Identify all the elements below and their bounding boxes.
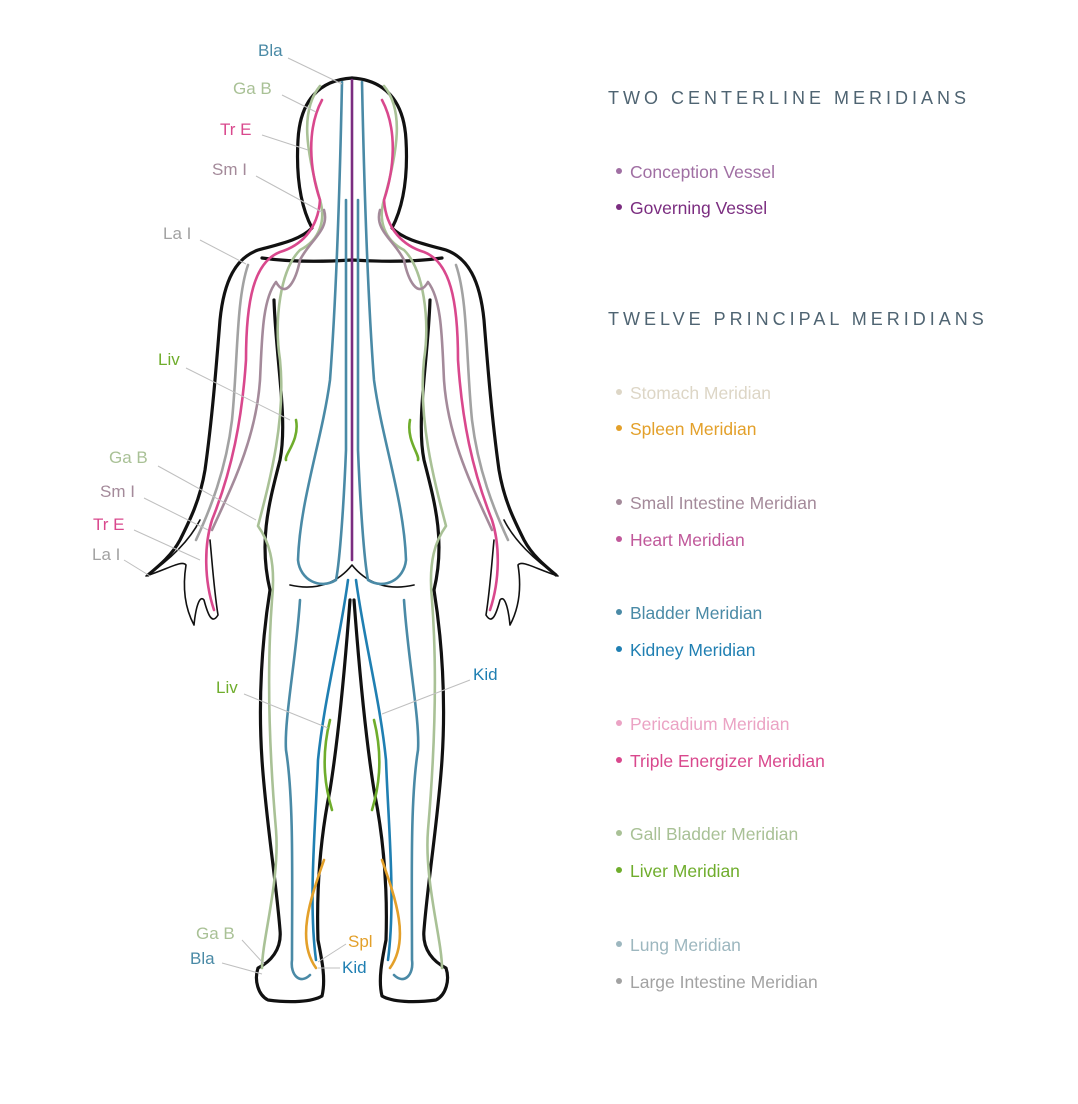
legend-item-lung: Lung Meridian xyxy=(616,935,741,956)
legend-dot xyxy=(616,757,622,764)
legend-label: Heart Meridian xyxy=(630,530,745,550)
callout-gab-foot: Ga B xyxy=(196,924,235,943)
legend-item-pericardium: Pericadium Meridian xyxy=(616,714,790,735)
small-intestine-line xyxy=(210,208,494,532)
right-hand xyxy=(485,519,559,626)
legend-label: Bladder Meridian xyxy=(630,603,763,623)
callout-tre-top: Tr E xyxy=(220,120,251,139)
meridian-lines xyxy=(194,78,510,981)
legend-item-stomach: Stomach Meridian xyxy=(616,383,771,404)
leader-spl-foot xyxy=(317,943,347,963)
triple-energizer-line xyxy=(204,98,500,612)
legend-dot xyxy=(616,867,622,874)
legend-label: Kidney Meridian xyxy=(630,640,756,660)
meridian-legend: TWO CENTERLINE MERIDIANS Conception Vess… xyxy=(608,0,1068,1104)
legend-dot xyxy=(616,389,622,396)
legend-dot xyxy=(616,978,622,985)
callout-spl-foot: Spl xyxy=(348,932,373,951)
callout-labels: Bla Ga B Tr E Sm I La I Liv Ga B Sm I Tr… xyxy=(92,41,498,977)
callout-gab-top: Ga B xyxy=(233,79,272,98)
gall-bladder-line xyxy=(256,84,448,970)
legend-dot xyxy=(616,499,622,506)
bladder-line xyxy=(284,80,420,981)
legend-dot xyxy=(616,646,622,653)
liver-line xyxy=(284,418,420,812)
centerline-section-title: TWO CENTERLINE MERIDIANS xyxy=(608,88,971,108)
legend-label: Small Intestine Meridian xyxy=(630,493,817,513)
callout-leaders xyxy=(123,57,471,975)
legend-label: Lung Meridian xyxy=(630,935,741,955)
legend-label: Governing Vessel xyxy=(630,198,768,218)
legend-item-small-intestine: Small Intestine Meridian xyxy=(616,493,817,514)
meridian-body-figure: Bla Ga B Tr E Sm I La I Liv Ga B Sm I Tr… xyxy=(92,41,559,1004)
legend-dot xyxy=(616,425,622,432)
legend-dot xyxy=(616,204,622,211)
left-hand xyxy=(145,519,219,626)
leader-liv-knee xyxy=(243,693,329,729)
callout-liv-knee: Liv xyxy=(216,678,238,697)
callout-smi-hand: Sm I xyxy=(100,482,135,501)
legend-item-gall-bladder: Gall Bladder Meridian xyxy=(616,824,798,845)
callout-tre-hand: Tr E xyxy=(93,515,124,534)
legend-dot xyxy=(616,830,622,837)
torso-outline xyxy=(263,298,441,592)
leader-tre-hand xyxy=(133,529,201,561)
legend-label: Pericadium Meridian xyxy=(630,714,790,734)
legend-dot xyxy=(616,720,622,727)
legend-item-conception-vessel: Conception Vessel xyxy=(616,162,775,183)
legend-item-triple-energizer: Triple Energizer Meridian xyxy=(616,751,825,772)
callout-bla-foot: Bla xyxy=(190,949,215,968)
legend-dot xyxy=(616,536,622,543)
leader-lai-hand xyxy=(123,559,151,577)
leader-tre-top xyxy=(261,134,309,151)
principal-section-title: TWELVE PRINCIPAL MERIDIANS xyxy=(608,309,988,329)
legend-label: Spleen Meridian xyxy=(630,419,757,439)
leader-bla-top xyxy=(287,57,343,85)
legend-label: Liver Meridian xyxy=(630,861,740,881)
legend-label: Triple Energizer Meridian xyxy=(630,751,825,771)
legend-label: Stomach Meridian xyxy=(630,383,772,403)
legend-item-bladder: Bladder Meridian xyxy=(616,603,762,624)
legend-item-governing-vessel: Governing Vessel xyxy=(616,198,767,219)
leader-lai-top xyxy=(199,239,247,265)
callout-lai-top: La I xyxy=(163,224,191,243)
callout-kid-knee: Kid xyxy=(473,665,498,684)
legend-dot xyxy=(616,609,622,616)
legend-item-kidney: Kidney Meridian xyxy=(616,640,755,661)
glute-line xyxy=(289,564,415,588)
leader-smi-hand xyxy=(143,497,209,531)
leader-gab-top xyxy=(281,94,317,113)
leader-gab-foot xyxy=(241,939,265,965)
leader-kid-knee xyxy=(381,679,471,715)
legend-dot xyxy=(616,168,622,175)
legend-item-heart: Heart Meridian xyxy=(616,530,745,551)
legend-label: Large Intestine Meridian xyxy=(630,972,818,992)
legend-label: Conception Vessel xyxy=(630,162,775,182)
large-intestine-line xyxy=(194,263,510,542)
leader-bla-foot xyxy=(221,962,263,975)
leader-liv-waist xyxy=(185,367,291,421)
kidney-line xyxy=(311,578,393,962)
callout-bla-top: Bla xyxy=(258,41,283,60)
leader-gab-hip xyxy=(157,465,257,521)
leader-smi-top xyxy=(255,175,323,213)
legend-item-large-intestine: Large Intestine Meridian xyxy=(616,972,818,993)
legend-item-spleen: Spleen Meridian xyxy=(616,419,756,440)
legend-dot xyxy=(616,941,622,948)
callout-lai-hand: La I xyxy=(92,545,120,564)
legend-label: Gall Bladder Meridian xyxy=(630,824,799,844)
callout-liv-waist: Liv xyxy=(158,350,180,369)
body-outline-right xyxy=(350,76,558,1004)
callout-smi-top: Sm I xyxy=(212,160,247,179)
spleen-line xyxy=(304,858,402,970)
legend-item-liver: Liver Meridian xyxy=(616,861,740,882)
callout-gab-hip: Ga B xyxy=(109,448,148,467)
callout-kid-foot: Kid xyxy=(342,958,367,977)
